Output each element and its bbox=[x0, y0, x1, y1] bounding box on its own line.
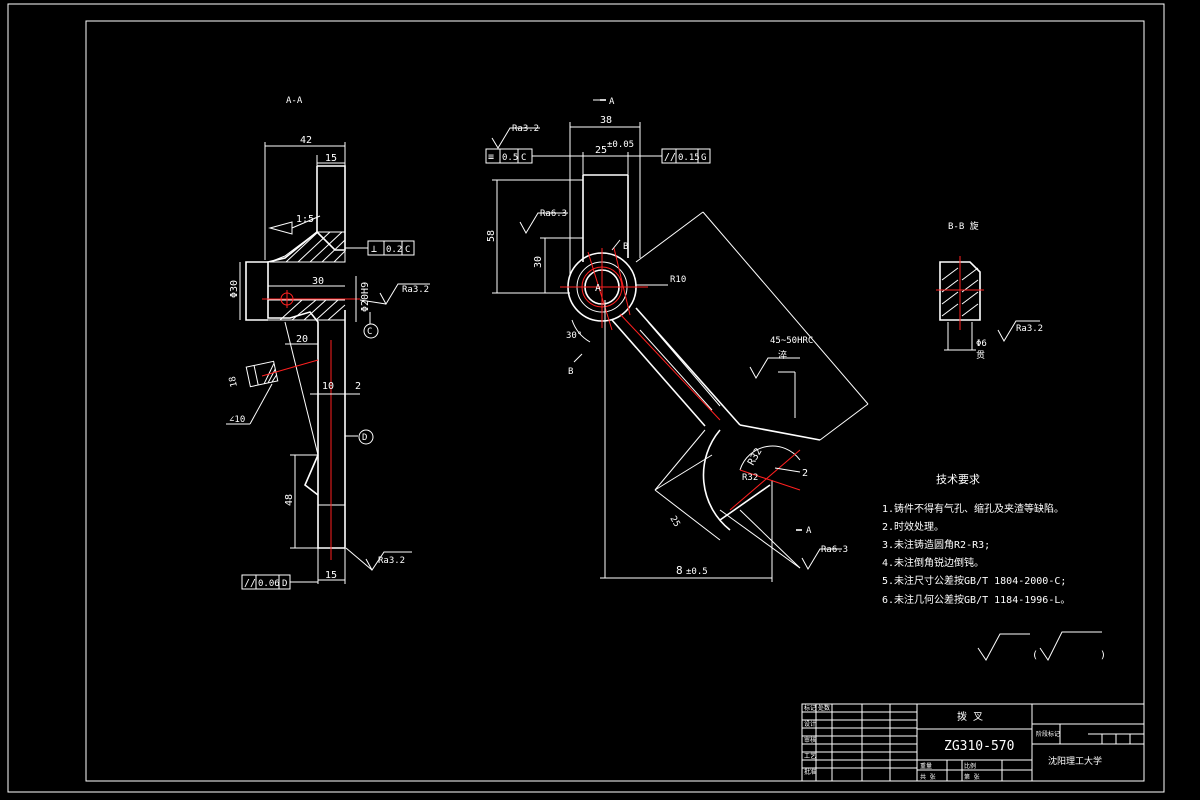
section-aa-title: A-A bbox=[286, 96, 303, 106]
svg-text:25: 25 bbox=[595, 145, 607, 156]
svg-text:B: B bbox=[568, 367, 573, 377]
note-item: 4.未注倒角锐边倒钝。 bbox=[882, 556, 984, 569]
svg-text:Ra3.2: Ra3.2 bbox=[402, 285, 429, 295]
svg-text:A: A bbox=[806, 526, 812, 536]
svg-text:R10: R10 bbox=[670, 275, 686, 285]
svg-text:贯: 贯 bbox=[976, 350, 985, 361]
svg-text:15: 15 bbox=[325, 153, 337, 164]
notes-heading: 技术要求 bbox=[936, 473, 980, 486]
svg-text:30: 30 bbox=[312, 276, 324, 287]
svg-text:D: D bbox=[282, 579, 287, 589]
svg-text:45~50HRC: 45~50HRC bbox=[770, 336, 813, 346]
svg-text:18: 18 bbox=[228, 375, 240, 388]
svg-text:(: ( bbox=[1032, 650, 1038, 661]
svg-text:Ra3.2: Ra3.2 bbox=[1016, 324, 1043, 334]
svg-text:30: 30 bbox=[533, 256, 544, 268]
svg-text:Φ30: Φ30 bbox=[229, 280, 240, 298]
svg-text:R32: R32 bbox=[742, 473, 758, 483]
svg-text:≡: ≡ bbox=[488, 152, 494, 163]
detail-pin-hole: 18 bbox=[228, 360, 279, 388]
svg-text:2: 2 bbox=[802, 468, 808, 479]
parallel-tolerance-frame-bottom: // 0.06 D bbox=[241, 574, 318, 590]
svg-text:0.2: 0.2 bbox=[386, 245, 402, 255]
symmetry-tolerance-frame: ≡ 0.5 C bbox=[485, 148, 583, 164]
svg-text:10: 10 bbox=[322, 381, 334, 392]
svg-text:处数: 处数 bbox=[818, 704, 830, 712]
svg-text:第 张: 第 张 bbox=[964, 773, 980, 781]
technical-notes: 技术要求 1.铸件不得有气孔、缩孔及夹渣等缺陷。 2.时效处理。 3.未注铸造圆… bbox=[882, 473, 1070, 606]
svg-text:标记: 标记 bbox=[804, 704, 816, 712]
main-view: A 38 25 ±0.05 ≡ 0.5 C Ra3.2 bbox=[485, 97, 869, 582]
svg-text:Ra3.2: Ra3.2 bbox=[512, 124, 539, 134]
svg-text:G: G bbox=[701, 153, 706, 163]
svg-text:R32: R32 bbox=[746, 446, 765, 467]
note-item: 6.未注几何公差按GB/T 1184-1996-L。 bbox=[882, 593, 1070, 606]
title-block: 标记 处数 设计 审核 工艺 批准 重量 比例 共 张 第 张 阶段标记 拨 叉… bbox=[801, 703, 1145, 782]
svg-text:38: 38 bbox=[600, 115, 612, 126]
svg-text:0.06: 0.06 bbox=[258, 579, 280, 589]
svg-text:58: 58 bbox=[486, 230, 497, 242]
svg-text:审核: 审核 bbox=[804, 736, 816, 744]
svg-text:8: 8 bbox=[676, 564, 683, 577]
svg-text:重量: 重量 bbox=[920, 762, 932, 770]
svg-text:): ) bbox=[1100, 650, 1106, 661]
perp-tolerance-frame: ⊥ 0.2 C bbox=[345, 240, 415, 256]
svg-text:48: 48 bbox=[284, 494, 295, 506]
svg-text:Φ20H9: Φ20H9 bbox=[360, 282, 371, 312]
svg-text:B-B 旋: B-B 旋 bbox=[948, 220, 979, 232]
note-item: 5.未注尺寸公差按GB/T 1804-2000-C; bbox=[882, 574, 1066, 587]
svg-text:25: 25 bbox=[667, 515, 681, 529]
svg-text:C: C bbox=[521, 153, 526, 163]
section-bb-view: B-B 旋 Φ6 贯 Ra3.2 bbox=[936, 220, 1043, 361]
general-roughness-symbol: ( ) bbox=[977, 631, 1106, 661]
svg-text:0.5: 0.5 bbox=[502, 153, 518, 163]
svg-text:±0.5: ±0.5 bbox=[686, 567, 708, 577]
note-item: 1.铸件不得有气孔、缩孔及夹渣等缺陷。 bbox=[882, 502, 1064, 515]
svg-text:20: 20 bbox=[296, 334, 308, 345]
note-item: 2.时效处理。 bbox=[882, 520, 944, 533]
svg-text:0.15: 0.15 bbox=[678, 153, 700, 163]
svg-text:批准: 批准 bbox=[804, 768, 816, 776]
svg-text:∠10: ∠10 bbox=[229, 415, 245, 425]
svg-text:±0.05: ±0.05 bbox=[607, 140, 634, 150]
svg-text:淬: 淬 bbox=[778, 349, 787, 361]
svg-text:A: A bbox=[595, 283, 601, 294]
svg-text:D: D bbox=[362, 433, 367, 443]
svg-text:1:5: 1:5 bbox=[296, 214, 314, 225]
svg-text:工艺: 工艺 bbox=[804, 752, 816, 760]
section-aa-view: A-A bbox=[226, 96, 430, 590]
inner-border bbox=[85, 20, 1145, 782]
svg-text:2: 2 bbox=[355, 381, 361, 392]
svg-text:C: C bbox=[405, 245, 410, 255]
svg-text:B: B bbox=[623, 242, 628, 252]
svg-text:Ra6.3: Ra6.3 bbox=[540, 209, 567, 219]
outer-border bbox=[7, 3, 1165, 793]
svg-text:设计: 设计 bbox=[804, 720, 816, 728]
part-name: 拨 叉 bbox=[957, 710, 983, 723]
svg-text:比例: 比例 bbox=[964, 762, 976, 770]
svg-text:30°: 30° bbox=[566, 331, 582, 341]
material-code: ZG310-570 bbox=[944, 739, 1014, 754]
parallel-tolerance-frame: // 0.15 G bbox=[628, 148, 711, 164]
svg-text://: // bbox=[244, 578, 256, 589]
svg-text:Φ6: Φ6 bbox=[976, 339, 987, 349]
school-name: 沈阳理工大学 bbox=[1048, 755, 1102, 767]
svg-text:A: A bbox=[609, 97, 615, 107]
svg-text:C: C bbox=[367, 327, 372, 337]
svg-text:42: 42 bbox=[300, 135, 312, 146]
svg-text:15: 15 bbox=[325, 570, 337, 581]
svg-text:⊥: ⊥ bbox=[371, 244, 377, 255]
svg-text://: // bbox=[664, 152, 676, 163]
svg-text:Ra6.3: Ra6.3 bbox=[821, 545, 848, 555]
note-item: 3.未注铸造圆角R2-R3; bbox=[882, 538, 990, 551]
svg-text:共 张: 共 张 bbox=[920, 773, 936, 781]
svg-text:阶段标记: 阶段标记 bbox=[1036, 730, 1060, 738]
svg-text:Ra3.2: Ra3.2 bbox=[378, 556, 405, 566]
